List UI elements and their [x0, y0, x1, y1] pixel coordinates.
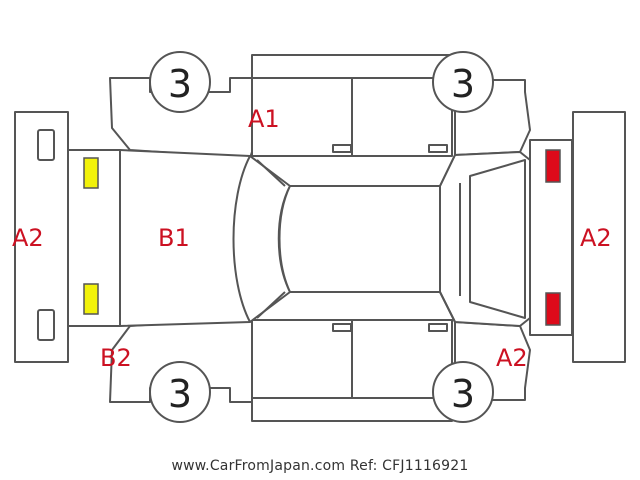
wheel-rear-right-label: 3: [451, 372, 475, 416]
headlight-right-icon: [83, 283, 99, 315]
headlight-left-icon: [83, 157, 99, 189]
wheel-rear-right: 3: [432, 361, 494, 423]
damage-code-front-left-corner: B2: [100, 344, 132, 372]
wheel-front-right: 3: [149, 361, 211, 423]
damage-code-rear-bumper: A2: [580, 224, 612, 252]
damage-code-hood: B1: [158, 224, 190, 252]
roof: [278, 185, 441, 293]
taillight-left-icon: [545, 149, 561, 183]
damage-code-rear-left-corner: A2: [496, 344, 528, 372]
wheel-front-right-label: 3: [168, 372, 192, 416]
right-side-panels: [109, 317, 531, 422]
wheel-rear-left: 3: [432, 51, 494, 113]
taillight-right-icon: [545, 292, 561, 326]
wheel-front-left: 3: [149, 51, 211, 113]
wheel-front-left-label: 3: [168, 62, 192, 106]
watermark-reference: www.CarFromJapan.com Ref: CFJ1116921: [171, 458, 469, 474]
damage-code-front-bumper: A2: [12, 224, 44, 252]
damage-code-roof-front: A1: [248, 105, 280, 133]
wheel-rear-left-label: 3: [451, 62, 475, 106]
front-bumper: [14, 111, 69, 363]
